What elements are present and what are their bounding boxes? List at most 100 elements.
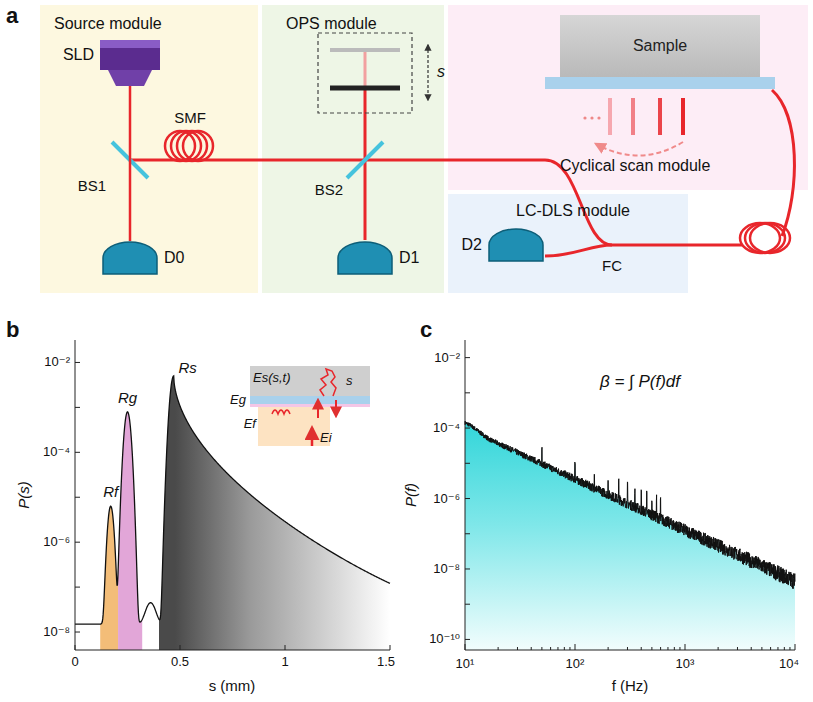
detector-symbol — [337, 241, 393, 275]
tick-mark — [75, 407, 80, 408]
tick-mark — [465, 463, 470, 464]
mirror — [330, 86, 400, 91]
tick-label: 10⁻⁶ — [433, 491, 460, 506]
tick-mark — [550, 647, 551, 650]
component-label: BS2 — [315, 181, 343, 198]
detector-body — [103, 242, 157, 274]
fiber-coil — [183, 131, 213, 161]
inset-fiber — [258, 407, 330, 446]
scan-beam — [608, 98, 612, 135]
peak-label: Rf — [103, 484, 118, 501]
tick-mark — [627, 647, 628, 650]
formula: β = ∫ P(f)df — [600, 372, 680, 392]
detector: D2 — [488, 228, 544, 262]
tick-mark — [761, 647, 762, 650]
tick-mark — [718, 647, 719, 650]
field-arrow — [317, 400, 319, 418]
detector-body — [338, 242, 392, 274]
tick-mark — [541, 647, 542, 650]
detector: D0 — [102, 241, 158, 275]
tick-label: 10⁻¹⁰ — [429, 632, 460, 647]
component-label: BS1 — [78, 177, 106, 194]
component-label: SMF — [174, 109, 206, 126]
inset-glass — [250, 396, 370, 404]
tick-mark — [789, 647, 790, 650]
tick-label: 10⁻² — [434, 350, 460, 365]
tick-mark — [465, 639, 470, 640]
tick-mark — [795, 644, 796, 650]
component-label: D1 — [399, 249, 419, 267]
data-curve — [75, 376, 390, 624]
module-panel: Source moduleSLD D0 — [40, 5, 258, 293]
tick-mark — [75, 645, 76, 650]
axis-title: P(f) — [402, 483, 419, 507]
tick-mark — [685, 644, 686, 650]
tick-label: 10⁻⁸ — [433, 562, 460, 577]
field-label: Ei — [320, 431, 332, 446]
component-label: D0 — [164, 249, 184, 267]
tick-label: 10¹ — [456, 657, 475, 672]
field-label: Es(s,t) — [253, 371, 291, 386]
axis-title: f (Hz) — [612, 677, 649, 694]
tick-mark — [465, 428, 470, 429]
sld-neck — [108, 70, 152, 86]
tick-mark — [641, 647, 642, 650]
tick-mark — [465, 498, 470, 499]
tick-mark — [465, 357, 470, 358]
tick-mark — [465, 568, 470, 569]
tick-label: 1.5 — [377, 655, 395, 670]
tick-mark — [465, 604, 470, 605]
tick-label: 0 — [71, 655, 78, 670]
tick-mark — [660, 647, 661, 650]
tick-mark — [608, 647, 609, 650]
module-title: OPS module — [286, 15, 377, 33]
beam-splitter — [347, 142, 383, 178]
scan-beam — [658, 98, 662, 135]
travel-arrow — [427, 45, 428, 100]
tick-label: 10⁻² — [44, 355, 70, 370]
panel-letter: a — [6, 3, 18, 28]
module-title: Source module — [54, 15, 162, 33]
field-label: s — [346, 374, 353, 389]
component-label: FC — [602, 257, 622, 274]
peak-fill — [100, 376, 118, 650]
fiber-coil — [177, 131, 207, 161]
component-label: D2 — [462, 236, 482, 254]
data-curve — [465, 421, 795, 589]
panel-letter: b — [6, 317, 19, 342]
tick-mark — [75, 497, 80, 498]
tick-label: 10² — [566, 657, 585, 672]
sld-body — [100, 40, 160, 70]
scan-arrow — [596, 142, 683, 156]
tick-mark — [651, 647, 652, 650]
tick-label: 1 — [281, 655, 288, 670]
tick-mark — [564, 647, 565, 650]
stage-outline — [318, 33, 412, 113]
ellipsis-dot — [590, 116, 593, 119]
component-label: SLD — [63, 46, 94, 64]
tick-mark — [517, 647, 518, 650]
tick-label: 10⁻⁴ — [433, 421, 460, 436]
scatter-path — [320, 369, 336, 396]
scan-beam — [631, 98, 635, 135]
tick-mark — [465, 392, 470, 393]
mirror — [330, 48, 400, 52]
tick-mark — [569, 647, 570, 650]
tick-mark — [75, 362, 80, 363]
spectrum-fill — [465, 421, 795, 650]
peak-fill — [159, 376, 390, 650]
peak-fill — [118, 376, 142, 650]
tick-mark — [667, 647, 668, 650]
scan-beam — [681, 98, 685, 135]
inset-sample — [250, 366, 370, 396]
detector: D1 — [337, 241, 393, 275]
tick-mark — [465, 644, 466, 650]
tick-label: 0.5 — [171, 655, 189, 670]
inset-layer — [250, 404, 370, 407]
field-arrow — [311, 428, 314, 446]
tick-label: 10⁴ — [779, 657, 799, 672]
detector-symbol — [102, 241, 158, 275]
field-label: Eg — [230, 393, 246, 408]
